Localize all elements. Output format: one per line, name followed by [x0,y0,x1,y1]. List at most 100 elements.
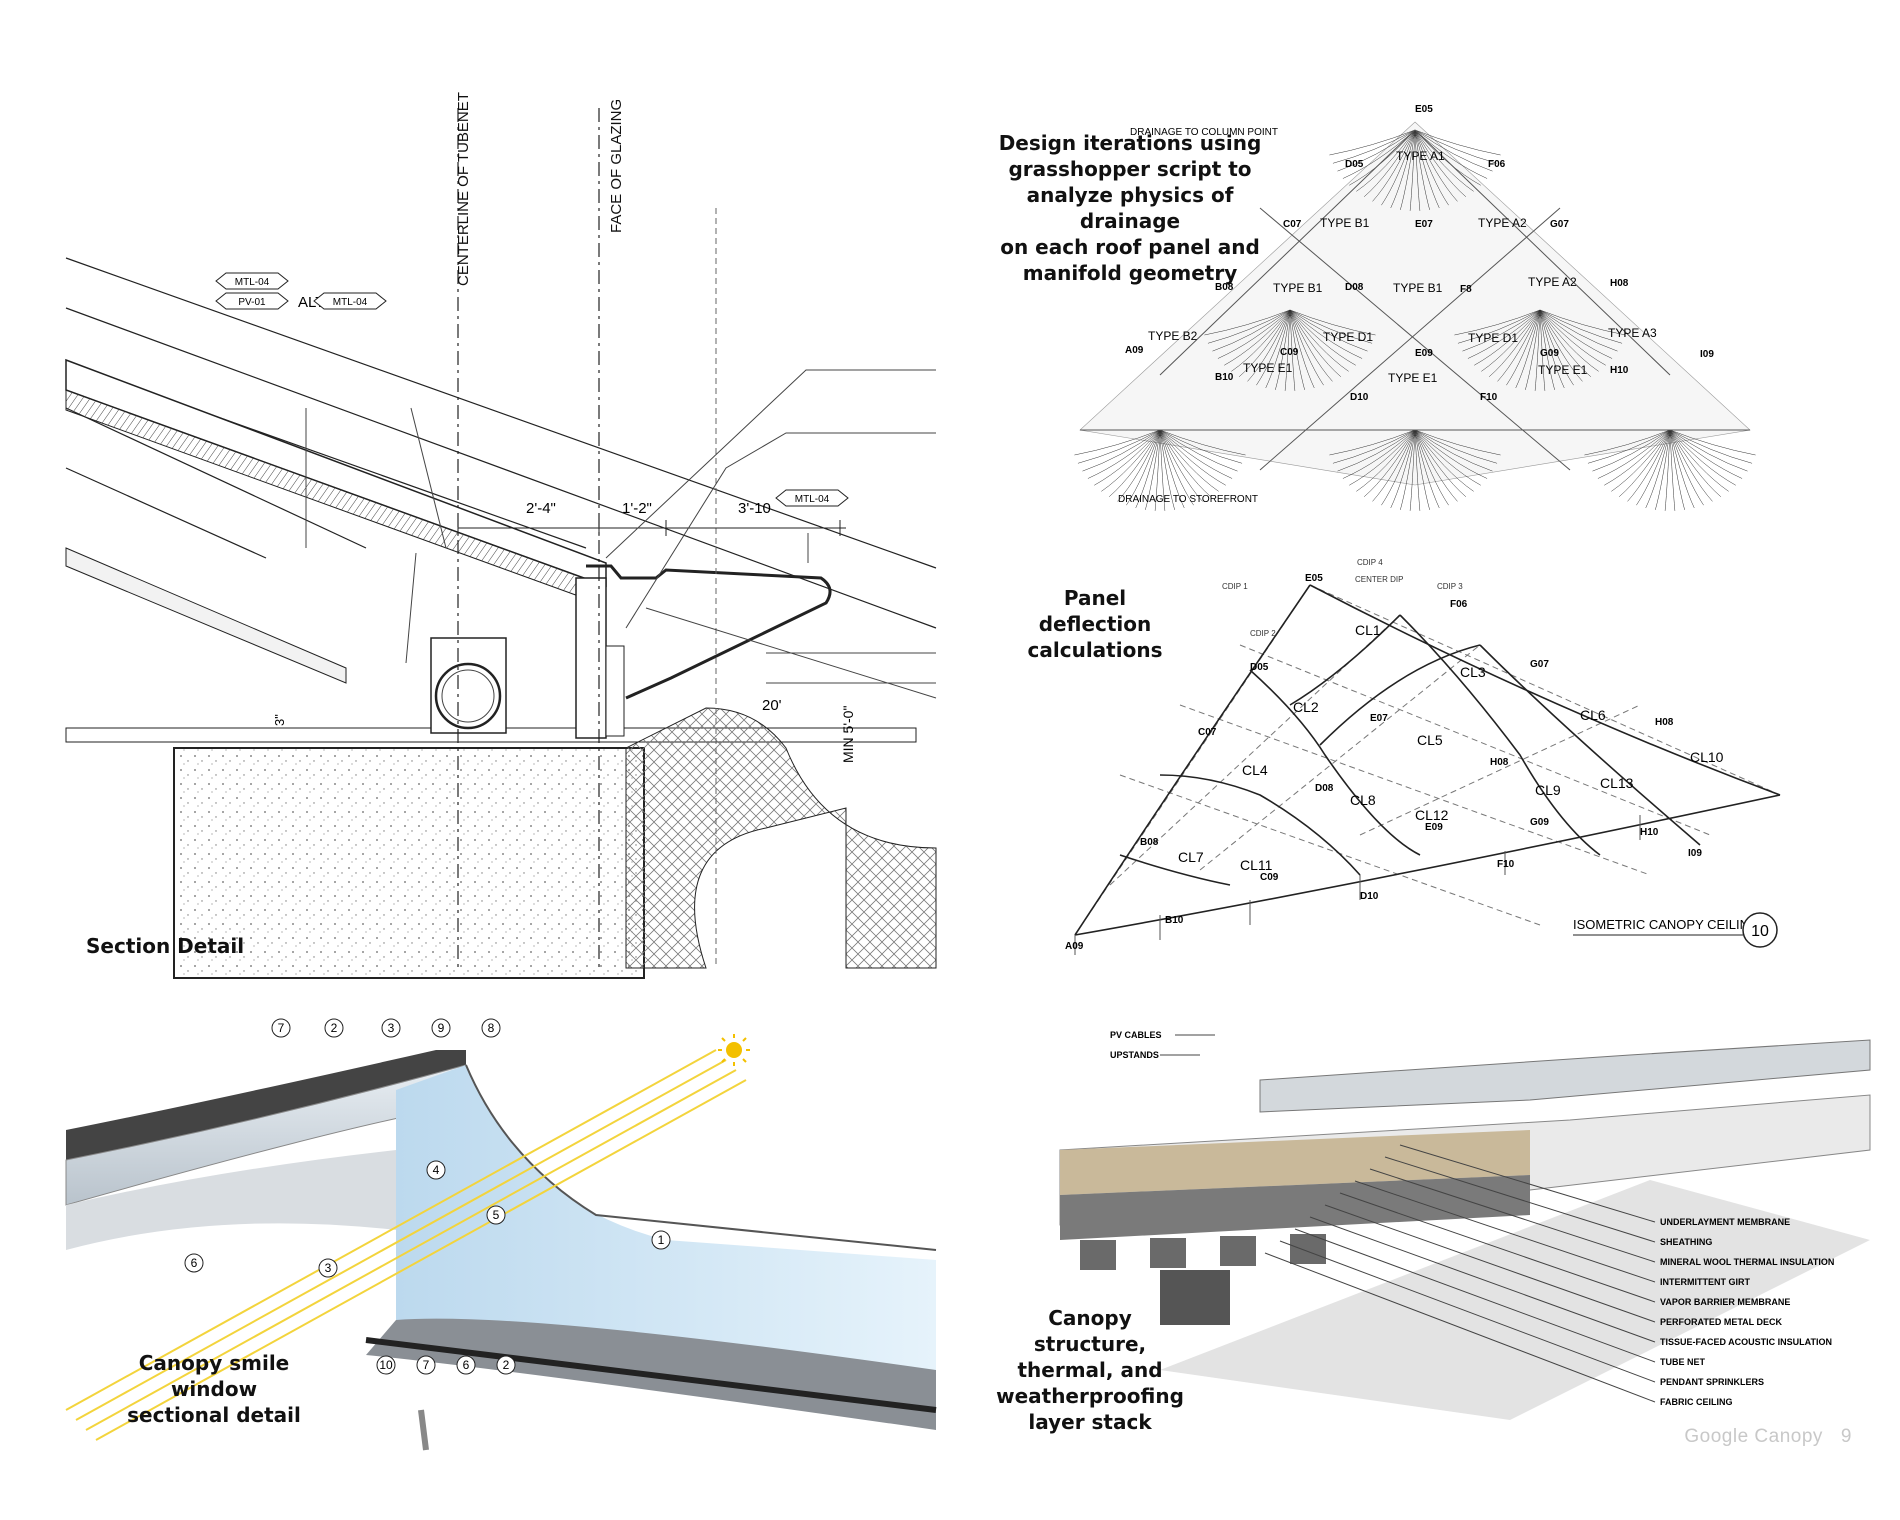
deflection-cl1: CL1 [1355,622,1381,638]
panel-type-8: TYPE D1 [1468,331,1518,345]
deflection-node-15: C09 [1260,872,1279,883]
node-i09: I09 [1700,349,1714,360]
deflection-node-13: H10 [1640,827,1659,838]
dim-3-10: 3'-10 [738,500,771,517]
deflection-node-11: B08 [1140,837,1159,848]
tag-mtl-04-a: MTL-04 [215,272,289,290]
callout-0: 7 [278,1021,285,1035]
layer-label-5: PERFORATED METAL DECK [1660,1317,1783,1327]
node-e09: E09 [1415,348,1433,359]
layer-stack-illustration: PV CABLES UPSTANDS UNDERLAYMENT MEMBRANE… [1059,1030,1871,1420]
svg-text:ISOMETRIC CANOPY CEILING: ISOMETRIC CANOPY CEILING [1573,917,1759,932]
face-of-glazing-label: FACE OF GLAZING [608,99,625,233]
deflection-cl13: CL13 [1600,775,1634,791]
callout-13: 2 [503,1358,510,1372]
panel-type-0: TYPE A1 [1396,149,1445,163]
panel-type-5: TYPE A2 [1528,275,1577,289]
node-a09: A09 [1125,345,1144,356]
min-label: MIN 5'-0" [840,706,856,763]
deflection-node-10: I09 [1688,848,1702,859]
node-c07: C07 [1283,219,1302,230]
deflection-node-1: D05 [1250,662,1269,673]
panel-type-6: TYPE B2 [1148,329,1198,343]
dim-20: 20' [762,697,782,714]
deflection-diagram: CL1CL2CL3CL4CL5CL6CL7CL8CL9CL10CL11CL12C… [1065,558,1781,955]
cdip-label-3: CDIP 3 [1437,582,1463,591]
callout-8: 6 [191,1256,198,1270]
callout-3: 9 [438,1021,445,1035]
tag-mtl-04-c: MTL-04 [775,489,849,507]
callout-5: 4 [433,1163,440,1177]
callout-circle-6 [486,1205,506,1225]
deflection-node-2: F06 [1450,599,1468,610]
callout-circle-1 [324,1018,344,1038]
section-detail-panel: CENTERLINE OF TUBENET FACE OF GLAZING MT… [65,92,937,979]
node-f10: F10 [1480,392,1498,403]
callout-circle-13 [496,1355,516,1375]
callout-circle-2 [381,1018,401,1038]
centerline-label: CENTERLINE OF TUBENET [455,92,472,286]
deflection-node-17: B10 [1165,915,1184,926]
node-f06: F06 [1488,159,1506,170]
node-c09: C09 [1280,347,1299,358]
cdip-label-0: CDIP 4 [1357,558,1383,567]
dim-3in: 3" [272,714,287,726]
upstands-label: UPSTANDS [1110,1050,1159,1060]
deflection-node-6: H08 [1655,717,1674,728]
deflection-cl6: CL6 [1580,707,1606,723]
roof-panel-diagram: DRAINAGE TO COLUMN POINT DRAINAGE TO STO… [1074,104,1756,511]
callout-circle-11 [416,1355,436,1375]
node-d08: D08 [1345,282,1364,293]
deflection-node-0: E05 [1305,573,1323,584]
deflection-node-12: E09 [1425,822,1443,833]
panel-type-4: TYPE B1 [1393,281,1443,295]
node-h10: H10 [1610,365,1629,376]
deflection-node-16: D10 [1360,891,1379,902]
section-detail-drawing: CENTERLINE OF TUBENET FACE OF GLAZING MT… [65,92,937,979]
callout-7: 1 [658,1233,665,1247]
deflection-node-9: G09 [1530,817,1549,828]
panel-type-2: TYPE A2 [1478,216,1527,230]
cdip-label-2: CDIP 1 [1222,582,1248,591]
node-h08: H08 [1610,278,1629,289]
layer-label-9: FABRIC CEILING [1660,1397,1733,1407]
node-b10: B10 [1215,372,1234,383]
layer-label-0: UNDERLAYMENT MEMBRANE [1660,1217,1790,1227]
dim-2-4: 2'-4" [526,500,556,517]
panel-type-12: TYPE E1 [1538,363,1588,377]
deflection-node-5: C07 [1198,727,1217,738]
deflection-node-18: A09 [1065,941,1084,952]
node-f8: F8 [1460,284,1472,295]
node-g09: G09 [1540,348,1559,359]
callout-circle-12 [456,1355,476,1375]
drawing-number: 10 [1751,923,1769,940]
callout-circle-0 [271,1018,291,1038]
callout-4: 8 [488,1021,495,1035]
deflection-node-8: H08 [1490,757,1509,768]
node-d10: D10 [1350,392,1369,403]
node-e05: E05 [1415,104,1433,115]
callout-circle-3 [431,1018,451,1038]
section-detail-caption: Section Detail [86,934,245,958]
deflection-cl2: CL2 [1293,699,1319,715]
panel-type-3: TYPE B1 [1273,281,1323,295]
deflection-cl8: CL8 [1350,792,1376,808]
panel-type-10: TYPE E1 [1243,361,1293,375]
layer-label-7: TUBE NET [1660,1357,1706,1367]
deflection-cl9: CL9 [1535,782,1561,798]
deflection-cl10: CL10 [1690,749,1724,765]
callout-2: 3 [388,1021,395,1035]
pv-cables-label: PV CABLES [1110,1030,1162,1040]
node-g07: G07 [1550,219,1569,230]
note-drainage-column: DRAINAGE TO COLUMN POINT [1130,127,1278,138]
panel-type-1: TYPE B1 [1320,216,1370,230]
panel-type-11: TYPE E1 [1388,371,1438,385]
deflection-cl12: CL12 [1415,807,1449,823]
deflection-cl4: CL4 [1242,762,1268,778]
deflection-cl3: CL3 [1460,664,1486,680]
